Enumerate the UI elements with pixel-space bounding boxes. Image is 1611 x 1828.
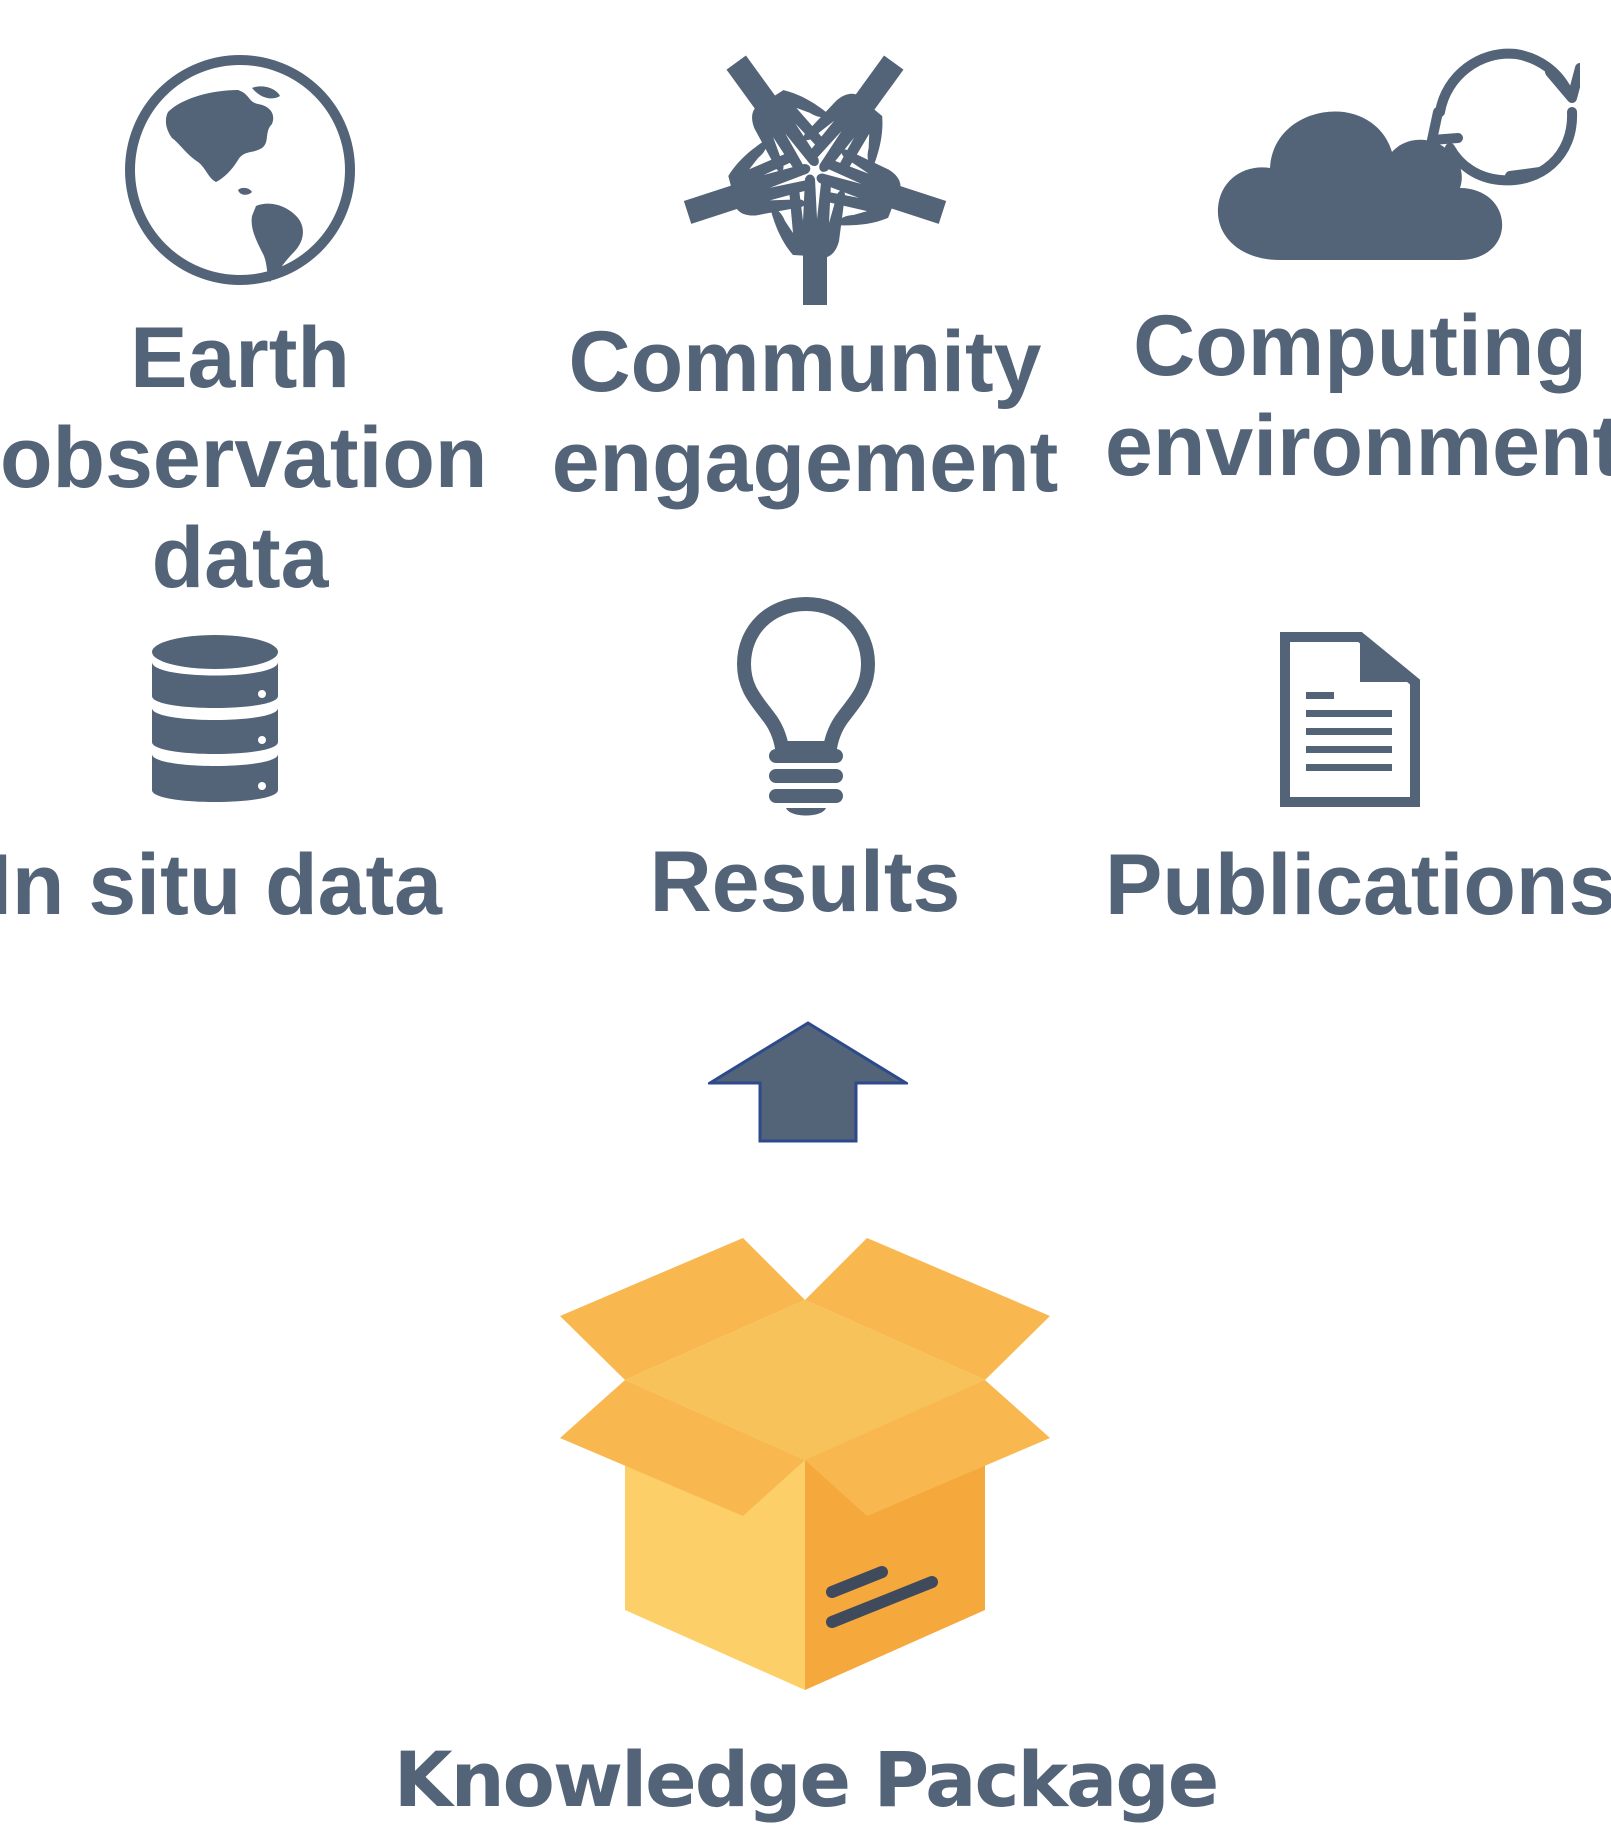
cloud-sync-icon: [1217, 48, 1580, 260]
globe-icon: [125, 55, 355, 285]
community-engagement-label: Community engagement: [551, 314, 1059, 510]
knowledge-package-label: Knowledge Package: [393, 1735, 1220, 1824]
lightbulb-icon: [737, 597, 875, 816]
in-situ-data-label: In situ data: [0, 837, 442, 933]
publications-label: Publications: [1105, 837, 1611, 933]
computing-environment-label: Computing environment: [1105, 298, 1611, 494]
joined-hands-icon: [683, 55, 947, 305]
document-icon: [1280, 632, 1420, 807]
open-box-icon: [560, 1238, 1050, 1690]
results-label: Results: [649, 834, 961, 930]
earth-observation-label: Earth observation data: [0, 310, 488, 606]
arrow-up-icon: [708, 1021, 908, 1143]
database-icon: [152, 635, 278, 802]
